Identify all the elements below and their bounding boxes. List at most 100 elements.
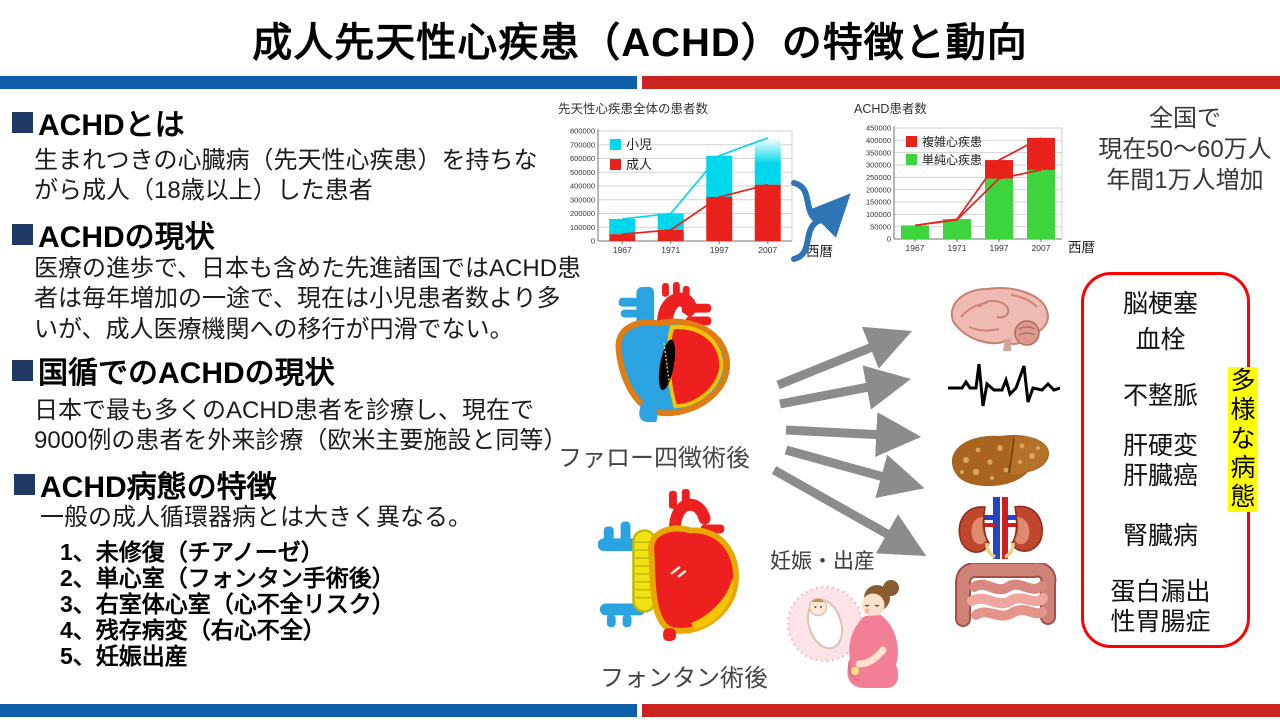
- condition-item: 不整脈: [1122, 382, 1198, 410]
- section-heading-byotai: ACHD病態の特徴: [14, 462, 277, 506]
- chart-title: ACHD患者数: [854, 102, 927, 116]
- condition-item: 性胃腸症: [1110, 608, 1211, 636]
- svg-text:450000: 450000: [866, 124, 891, 133]
- svg-text:1997: 1997: [990, 243, 1009, 253]
- condition-item: 腎臓病: [1122, 522, 1198, 550]
- fallot-heart-illustration: [585, 282, 743, 430]
- svg-text:100000: 100000: [866, 210, 891, 219]
- section-body-achd-toha: 生まれつきの心臓病（先天性心疾患）を持ちな がら成人（18歳以上）した患者: [34, 147, 538, 205]
- svg-text:400000: 400000: [570, 182, 595, 191]
- svg-text:100000: 100000: [570, 223, 595, 232]
- svg-text:1967: 1967: [906, 243, 925, 253]
- kidneys-icon: [953, 497, 1048, 564]
- svg-text:0: 0: [591, 237, 595, 246]
- fontan-heart-illustration: [590, 485, 748, 648]
- accent-bar-bottom-left: [0, 704, 637, 717]
- pregnancy-illustration: [785, 574, 910, 697]
- condition-item: 蛋白漏出: [1110, 578, 1211, 606]
- svg-text:800000: 800000: [570, 127, 595, 136]
- accent-bar-top-right: [642, 76, 1280, 89]
- accent-bar-top-left: [0, 76, 637, 89]
- section-body-kokujun: 日本で最も多くのACHD患者を診療し、現在で 9000例の患者を外来診療（欧米主…: [34, 397, 568, 455]
- section-body-achd-genjo: 医療の進歩で、日本も含めた先進諸国ではACHD患 者は毎年増加の一途で、現在は小…: [34, 255, 582, 343]
- svg-text:200000: 200000: [570, 209, 595, 218]
- square-bullet-icon: [12, 359, 33, 381]
- svg-text:2007: 2007: [1032, 243, 1051, 253]
- svg-text:1971: 1971: [948, 243, 967, 253]
- section-heading-achd-genjo: ACHDの現状: [12, 212, 215, 256]
- chart2-xaxis-label: 西暦: [1068, 240, 1095, 255]
- pregnancy-label: 妊娠・出産: [770, 550, 875, 573]
- svg-text:単純心疾患: 単純心疾患: [922, 152, 982, 167]
- section-heading-text: 国循でのACHDの現状: [38, 357, 335, 390]
- section-heading-achd-toha: ACHDとは: [12, 100, 185, 144]
- vertical-tag-char: な: [1230, 425, 1256, 453]
- condition-group: 蛋白漏出性胃腸症: [1090, 577, 1231, 637]
- condition-group: 血栓: [1090, 325, 1231, 355]
- feature-item: 5、妊娠出産: [60, 643, 188, 669]
- svg-text:400000: 400000: [866, 136, 891, 145]
- national-stat: 全国で 現在50～60万人 年間1万人増加: [1092, 103, 1278, 196]
- square-bullet-icon: [12, 223, 33, 245]
- vertical-tag-char: 態: [1230, 483, 1256, 511]
- square-bullet-icon: [14, 473, 35, 495]
- svg-text:2007: 2007: [758, 245, 777, 255]
- condition-item: 脳梗塞: [1122, 290, 1198, 318]
- section-body-byotai: 一般の成人循環器病とは大きく異なる。: [40, 504, 472, 531]
- brain-icon: [945, 283, 1055, 356]
- vertical-tag-char: 病: [1230, 454, 1256, 482]
- svg-text:成人: 成人: [626, 157, 652, 172]
- chart-svg: 0500001000001500002000002500003000003500…: [866, 124, 1063, 253]
- svg-text:700000: 700000: [570, 140, 595, 149]
- condition-group: 不整脈: [1090, 381, 1231, 411]
- svg-text:500000: 500000: [570, 168, 595, 177]
- svg-text:1971: 1971: [661, 245, 680, 255]
- condition-item: 肝硬変: [1122, 432, 1198, 460]
- feature-item: 3、右室体心室（心不全リスク）: [60, 591, 395, 617]
- chart-title: 先天性心疾患全体の患者数: [558, 102, 709, 116]
- vertical-tag-diverse-pathology: 多様な病態: [1228, 367, 1258, 512]
- feature-item: 1、未修復（チアノーゼ）: [60, 539, 324, 565]
- vertical-tag-char: 様: [1230, 396, 1256, 424]
- fontan-label: フォンタン術後: [600, 665, 768, 692]
- chart-svg: 0100000200000300000400000500000600000700…: [570, 127, 793, 255]
- chart1-xaxis-label: 西暦: [806, 244, 833, 259]
- square-bullet-icon: [12, 111, 33, 133]
- condition-item: 肝臓癌: [1122, 462, 1198, 490]
- intestines-icon: [950, 561, 1058, 638]
- fanout-arrows: [765, 300, 940, 575]
- vertical-tag-char: 多: [1230, 367, 1256, 395]
- feature-list: 1、未修復（チアノーゼ）2、単心室（フォンタン手術後）3、右室体心室（心不全リス…: [60, 539, 395, 669]
- outcomes-box: 脳梗塞血栓不整脈肝硬変肝臓癌腎臓病蛋白漏出性胃腸症: [1081, 272, 1250, 648]
- svg-text:200000: 200000: [866, 185, 891, 194]
- svg-text:小児: 小児: [626, 137, 652, 152]
- svg-text:1967: 1967: [613, 245, 632, 255]
- svg-text:350000: 350000: [866, 148, 891, 157]
- section-heading-text: ACHDとは: [38, 109, 185, 142]
- condition-group: 肝硬変肝臓癌: [1090, 431, 1231, 491]
- feature-item: 2、単心室（フォンタン手術後）: [60, 565, 395, 591]
- condition-group: 脳梗塞: [1090, 289, 1231, 319]
- stat-line: 全国で: [1149, 105, 1221, 132]
- svg-text:250000: 250000: [866, 173, 891, 182]
- ecg-icon: [948, 358, 1061, 418]
- stat-line: 現在50～60万人: [1098, 136, 1272, 163]
- accent-bar-bottom-right: [642, 704, 1280, 717]
- section-heading-text: ACHD病態の特徴: [40, 471, 277, 504]
- svg-text:1997: 1997: [710, 245, 729, 255]
- liver-icon: [948, 430, 1053, 499]
- section-heading-text: ACHDの現状: [38, 221, 215, 254]
- stat-line: 年間1万人増加: [1106, 167, 1264, 194]
- brace-arrow-icon: [788, 180, 852, 267]
- feature-item: 4、残存病変（右心不全）: [60, 617, 326, 643]
- svg-text:600000: 600000: [570, 154, 595, 163]
- page-title: 成人先天性心疾患（ACHD）の特徴と動向: [252, 21, 1028, 65]
- svg-text:150000: 150000: [866, 198, 891, 207]
- svg-text:300000: 300000: [866, 161, 891, 170]
- condition-item: 血栓: [1135, 326, 1186, 354]
